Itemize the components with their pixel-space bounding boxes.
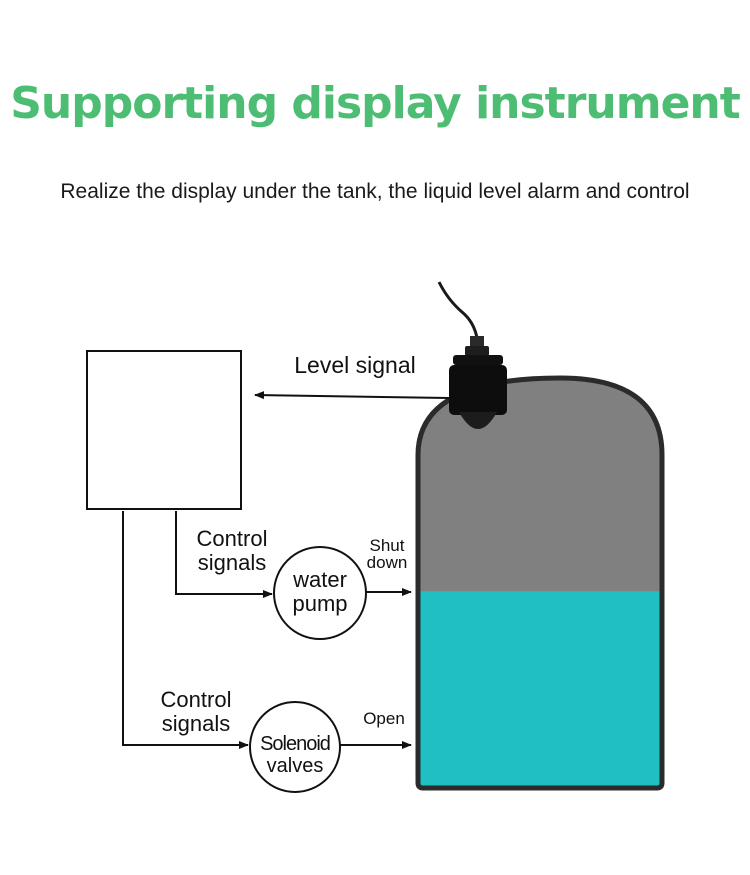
solenoid-valves-node <box>249 701 341 793</box>
page-subtitle: Realize the display under the tank, the … <box>60 180 690 203</box>
sensor-collar <box>453 355 503 365</box>
pump-control-line <box>175 511 273 598</box>
shut-down-label-line2: down <box>367 553 408 572</box>
water-pump-label-line2: pump <box>292 591 347 616</box>
control-signals-label-2-line1: Control <box>161 687 232 712</box>
tank-liquid <box>418 591 662 788</box>
shut-down-label-line1: Shut <box>370 536 405 555</box>
sensor-cable <box>437 281 479 339</box>
water-pump-label-line1: water <box>292 567 347 592</box>
sensor-gland <box>470 336 484 348</box>
solenoid-valves-label-line1: Solenoid <box>260 733 330 755</box>
solenoid-valves-label-line2: valves <box>267 755 324 777</box>
control-signals-label-1-line1: Control <box>197 526 268 551</box>
page-title: Supporting display instrument <box>10 78 741 129</box>
tank <box>415 375 665 791</box>
control-signals-label-1-line2: signals <box>198 550 266 575</box>
sensor-body <box>449 365 507 415</box>
level-signal-arrow <box>254 391 450 400</box>
control-signals-label-2-line2: signals <box>162 711 230 736</box>
level-signal-label: Level signal <box>294 352 415 378</box>
sensor-probe <box>459 412 497 429</box>
sensor-nut <box>465 346 489 356</box>
valve-control-line <box>122 511 249 749</box>
open-label: Open <box>363 709 405 728</box>
display-instrument-box <box>86 350 242 510</box>
level-sensor <box>437 281 507 429</box>
